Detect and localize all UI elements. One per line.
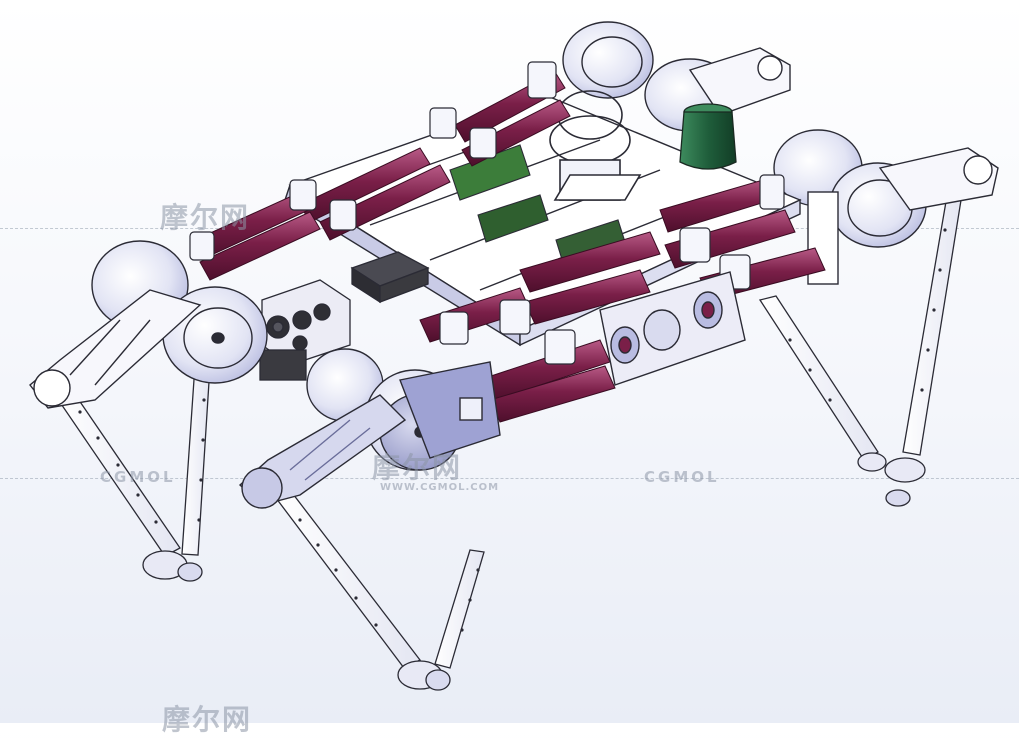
front-gearbox-housing[interactable]	[599, 271, 746, 386]
front-right-upper-leg[interactable]	[238, 394, 407, 509]
rear-right-lower-leg[interactable]	[884, 189, 963, 507]
tube-clamp-front	[439, 174, 785, 365]
robot-model-3d-view[interactable]	[0, 0, 1019, 723]
front-left-lower-leg[interactable]	[53, 364, 211, 582]
rear-right-upper-leg[interactable]	[878, 147, 999, 211]
lidar-sensor[interactable]	[679, 103, 737, 170]
front-right-lower-leg[interactable]	[274, 493, 485, 691]
rear-right-lower-leg-2[interactable]	[758, 295, 887, 472]
rivet-dots	[78, 228, 947, 632]
rear-left-upper-leg[interactable]	[688, 47, 791, 116]
front-camera-module[interactable]	[259, 279, 351, 381]
front-left-upper-leg[interactable]	[29, 289, 202, 409]
imu-cage[interactable]	[549, 90, 642, 201]
tube-clamp	[189, 61, 557, 261]
front-right-hip-motor[interactable]	[306, 348, 501, 471]
battery-box[interactable]	[350, 251, 430, 304]
